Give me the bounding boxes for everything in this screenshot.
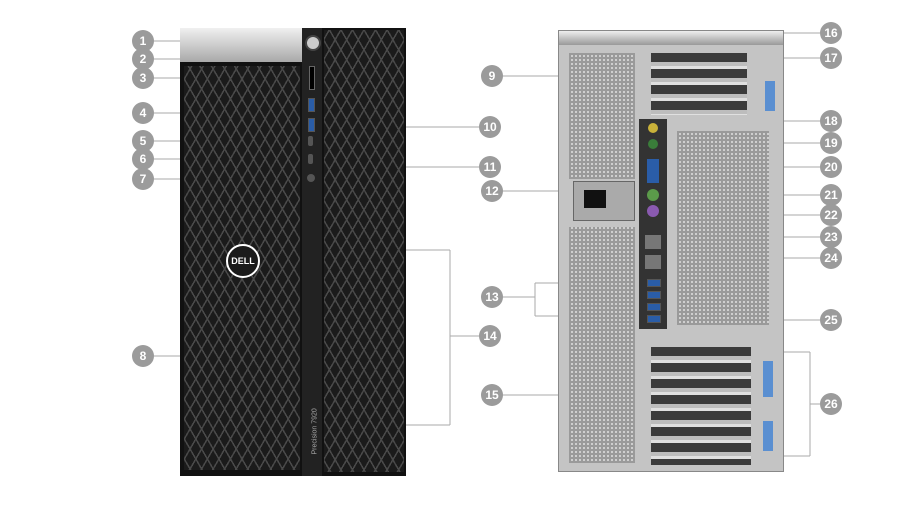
power-supply[interactable] — [573, 181, 635, 221]
ps2-port[interactable] — [647, 189, 659, 201]
top-expansion-slots — [651, 53, 747, 115]
callout-badge-14: 14 — [479, 325, 501, 347]
model-label: Precision 7920 — [311, 408, 319, 455]
lock-latch[interactable] — [765, 81, 775, 111]
callout-badge-19: 19 — [820, 132, 842, 154]
rear-center-vent — [677, 131, 769, 325]
callout-badge-26: 26 — [820, 393, 842, 415]
front-io-strip: Precision 7920 — [302, 28, 322, 476]
ethernet-port[interactable] — [645, 255, 661, 269]
callout-badge-16: 16 — [820, 22, 842, 44]
callout-badge-1: 1 — [132, 30, 154, 52]
callout-badge-20: 20 — [820, 156, 842, 178]
callout-badge-17: 17 — [820, 47, 842, 69]
audio-port[interactable] — [648, 123, 658, 133]
callout-badge-11: 11 — [479, 156, 501, 178]
callout-badge-3: 3 — [132, 67, 154, 89]
usb-c-port[interactable] — [308, 154, 313, 164]
front-right-mesh — [324, 30, 404, 472]
callout-badge-22: 22 — [820, 204, 842, 226]
usb-port[interactable] — [647, 279, 661, 287]
callout-badge-9: 9 — [481, 65, 503, 87]
slot-latch[interactable] — [763, 361, 773, 397]
callout-badge-15: 15 — [481, 384, 503, 406]
callout-badge-5: 5 — [132, 130, 154, 152]
callout-badge-13: 13 — [481, 286, 503, 308]
psu-vent — [569, 53, 635, 179]
audio-jack[interactable] — [307, 174, 315, 182]
front-tower: Precision 7920 DELL — [180, 28, 406, 476]
audio-port[interactable] — [648, 139, 658, 149]
callout-badge-24: 24 — [820, 247, 842, 269]
callout-badge-2: 2 — [132, 48, 154, 70]
serial-port[interactable] — [647, 159, 659, 183]
slot-latch[interactable] — [763, 421, 773, 451]
callout-badge-10: 10 — [479, 116, 501, 138]
callout-badge-18: 18 — [820, 110, 842, 132]
usb-port[interactable] — [647, 303, 661, 311]
usb-port[interactable] — [647, 291, 661, 299]
usb-port[interactable] — [647, 315, 661, 323]
dell-logo-text: DELL — [231, 256, 255, 266]
rear-io-panel — [639, 119, 667, 329]
power-button[interactable] — [305, 35, 321, 51]
usb-port[interactable] — [308, 118, 315, 132]
callout-badge-6: 6 — [132, 148, 154, 170]
callout-badge-12: 12 — [481, 180, 503, 202]
dell-logo: DELL — [226, 244, 260, 278]
lower-left-vent — [569, 227, 635, 463]
ps2-port[interactable] — [647, 205, 659, 217]
callout-badge-4: 4 — [132, 102, 154, 124]
rear-tower — [558, 30, 784, 472]
lower-expansion-slots — [651, 347, 751, 465]
callout-badge-21: 21 — [820, 184, 842, 206]
sd-card-slot[interactable] — [309, 66, 315, 90]
top-silver-band — [180, 28, 302, 62]
callout-badge-8: 8 — [132, 345, 154, 367]
usb-port[interactable] — [308, 98, 315, 112]
top-handle — [559, 31, 783, 45]
ethernet-port[interactable] — [645, 235, 661, 249]
callout-badge-23: 23 — [820, 226, 842, 248]
callout-badge-25: 25 — [820, 309, 842, 331]
power-connector[interactable] — [584, 190, 606, 208]
usb-c-port[interactable] — [308, 136, 313, 146]
callout-badge-7: 7 — [132, 168, 154, 190]
